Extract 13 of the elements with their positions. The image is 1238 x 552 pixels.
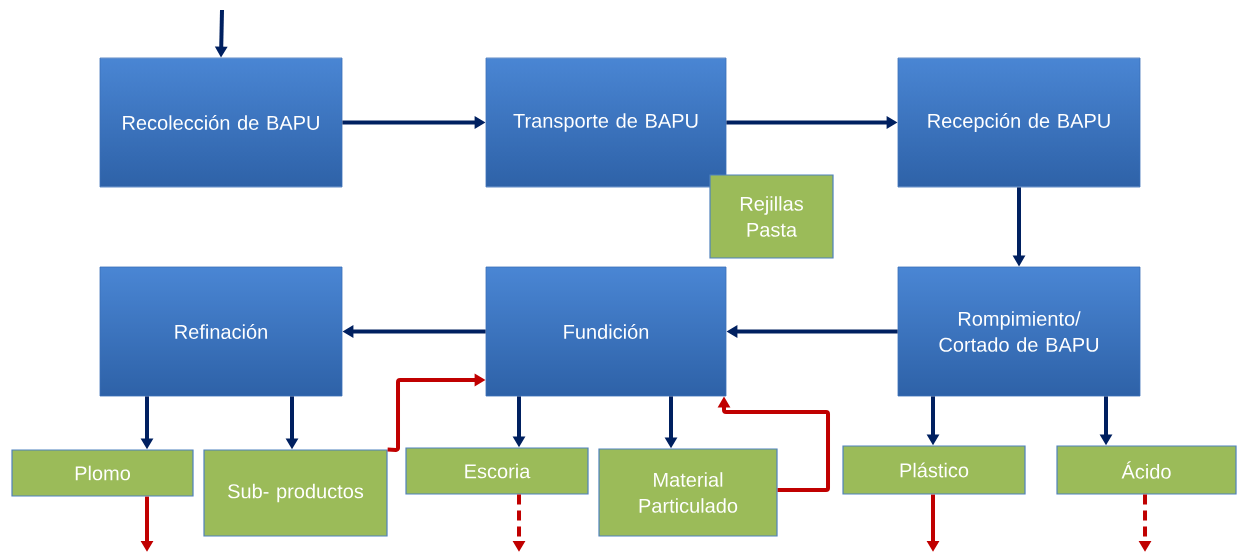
process-box: Transporte de BAPU (485, 57, 727, 188)
output-box: Plomo (11, 449, 194, 497)
output-box: Material Particulado (598, 448, 778, 537)
output-box: Plástico (842, 445, 1026, 495)
process-box: Recolección de BAPU (99, 57, 343, 188)
output-box: Sub- productos (203, 449, 388, 537)
output-box: Rejillas Pasta (709, 174, 834, 259)
process-box: Recepción de BAPU (897, 57, 1141, 188)
process-box: Refinación (99, 266, 343, 397)
output-box: Escoria (405, 447, 589, 495)
process-box: Rompimiento/ Cortado de BAPU (897, 266, 1141, 397)
output-box: Ácido (1056, 445, 1237, 495)
process-box: Fundición (485, 266, 727, 397)
